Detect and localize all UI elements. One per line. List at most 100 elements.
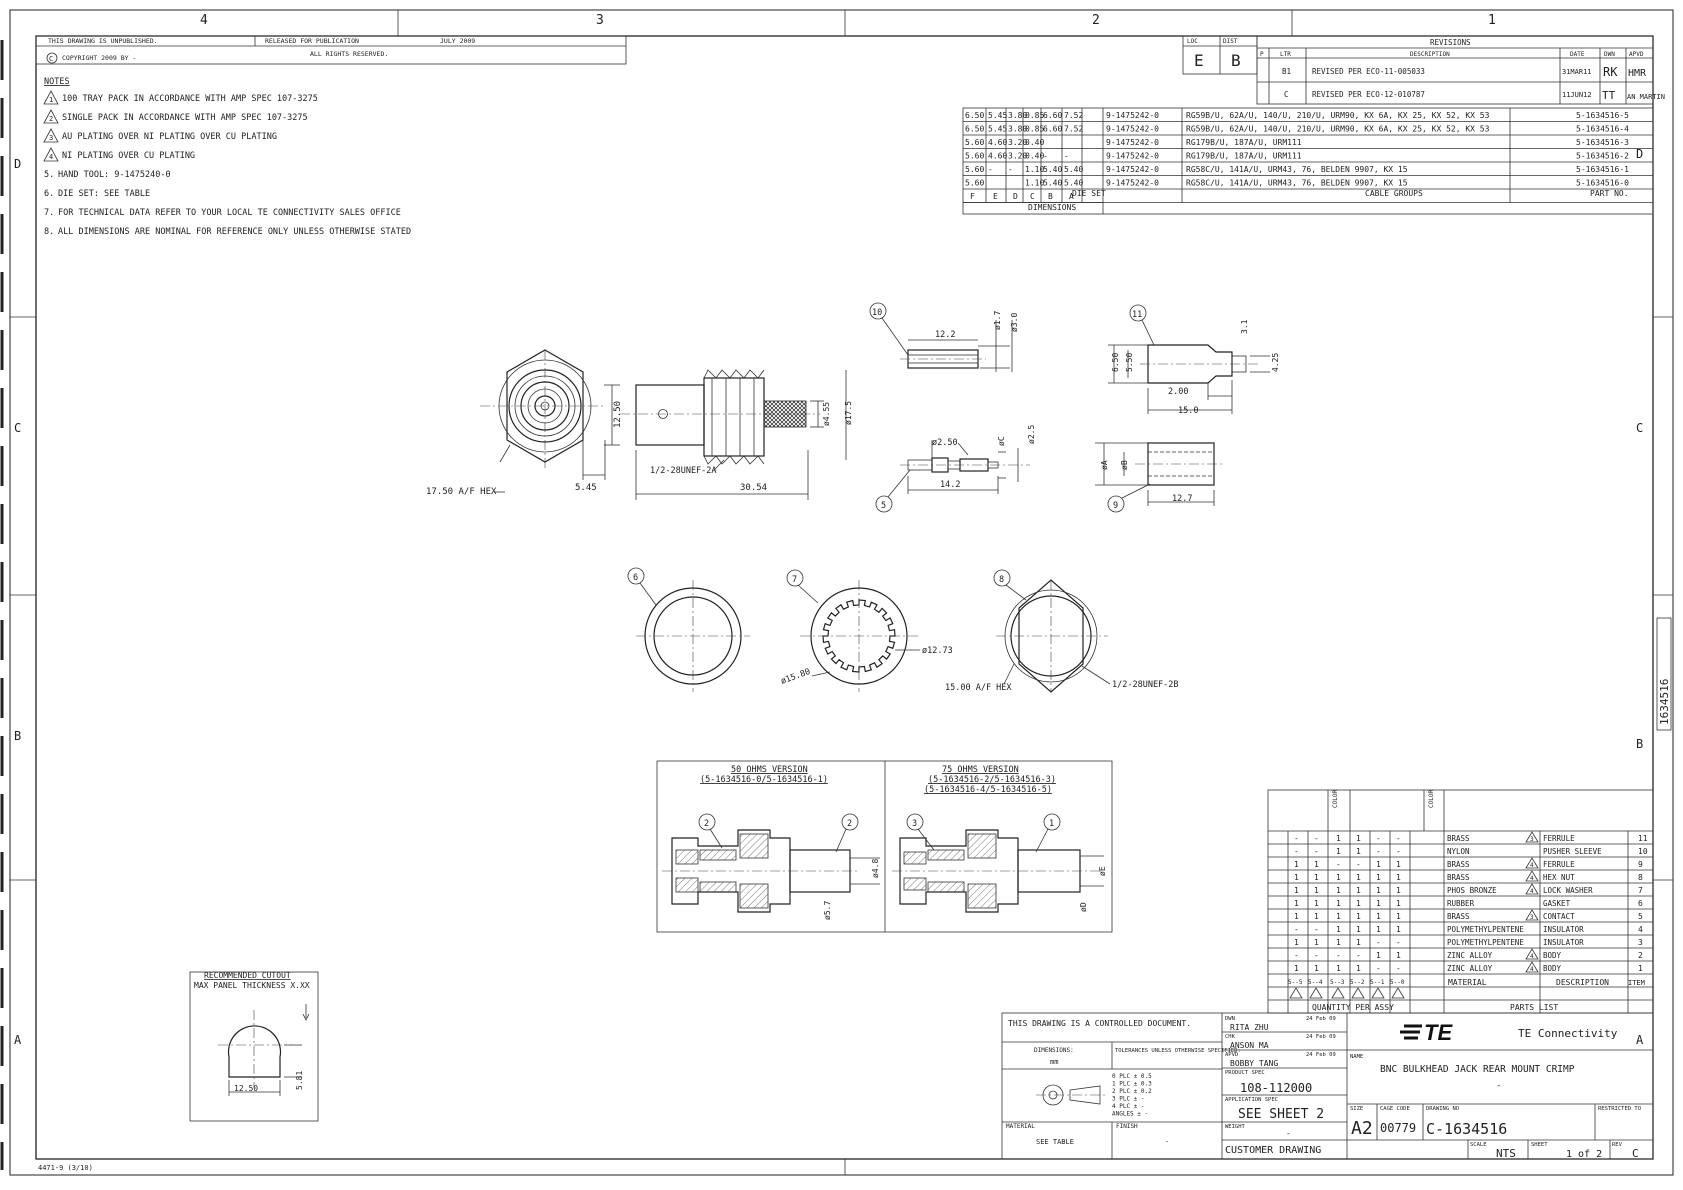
- dim-cell: 5.45: [988, 125, 1007, 134]
- parts-qty-cell: 1: [1294, 964, 1299, 973]
- dwn-date: 24 Feb 09: [1306, 1016, 1336, 1022]
- parts-qty-cell: 1: [1396, 860, 1401, 869]
- recommended-cutout: RECOMMENDED CUTOUT MAX PANEL THICKNESS X…: [189, 971, 319, 1122]
- tolerance-row: ANGLES ± -: [1112, 1111, 1148, 1118]
- parts-qty-cell: 1: [1376, 886, 1381, 895]
- parts-vertical-1: COLOR: [1332, 790, 1339, 808]
- part-10-view: 10 12.2 ø1.7 ø3.0: [869, 302, 1019, 372]
- dim-cell: 5.40: [1064, 165, 1083, 174]
- col-label-2: 2: [1092, 13, 1100, 28]
- note-mark: 4: [49, 153, 53, 161]
- name-label: NAME: [1350, 1054, 1363, 1060]
- dim-col-header: E: [993, 192, 998, 201]
- row-label-b: B: [1636, 737, 1643, 751]
- row-label-a-left: A: [14, 1033, 22, 1047]
- parts-qty-cell: 1: [1376, 860, 1381, 869]
- dim-2-5: ø2.5: [1027, 425, 1036, 444]
- product-spec-label: PRODUCT SPEC: [1225, 1070, 1265, 1076]
- parts-qty-cell: 1: [1376, 912, 1381, 921]
- dwg-label: DRAWING NO: [1426, 1106, 1459, 1112]
- note-text: ALL DIMENSIONS ARE NOMINAL FOR REFERENCE…: [58, 227, 411, 237]
- parts-qty-cell: 1: [1294, 899, 1299, 908]
- note-mark: 2: [49, 115, 53, 123]
- parts-qty-cell: 1: [1294, 938, 1299, 947]
- dim-5-45: 5.45: [575, 483, 597, 493]
- parts-item-cell: 7: [1638, 886, 1643, 895]
- dim-part-cell: 5-1634516-0: [1576, 179, 1629, 188]
- parts-item-cell: 11: [1638, 834, 1648, 843]
- balloon-11: [1129, 304, 1147, 322]
- parts-qty-cell: -: [1336, 951, 1341, 960]
- dim-die-cell: 9-1475242-0: [1106, 152, 1159, 161]
- parts-desc-cell: LOCK WASHER: [1543, 886, 1593, 895]
- dim-cell: 5.60: [965, 138, 984, 147]
- parts-qty-cell: -: [1376, 847, 1381, 856]
- parts-item-cell: 1: [1638, 964, 1643, 973]
- parts-item-cell: 3: [1638, 938, 1643, 947]
- dim-5-50: 5.50: [1125, 353, 1134, 372]
- dim-cell: 0.40: [1025, 138, 1044, 147]
- parts-desc-cell: BODY: [1543, 951, 1562, 960]
- chk-date: 24 Feb 09: [1306, 1034, 1336, 1040]
- dim-part-cell: 5-1634516-1: [1576, 165, 1629, 174]
- scale-label: SCALE: [1470, 1142, 1487, 1148]
- sheet-value: 1 of 2: [1566, 1149, 1602, 1160]
- form-number: 4471-9 (3/10): [38, 1164, 93, 1172]
- dim-cable-header: CABLE GROUPS: [1365, 189, 1423, 198]
- parts-dash-header: 5--2: [1350, 979, 1365, 986]
- dim-c: øC: [997, 436, 1006, 446]
- rev-header-apvd: APVD: [1629, 51, 1644, 58]
- thread-callout-2a: 1/2-28UNEF-2A: [650, 466, 717, 476]
- revisions-title: REVISIONS: [1430, 38, 1471, 47]
- margin-part-no: 1634516: [1658, 679, 1671, 725]
- dim-die-cell: 9-1475242-0: [1106, 179, 1159, 188]
- parts-flag-icon: [1525, 870, 1539, 882]
- revisions-block: REVISIONS P LTR DESCRIPTION DATE DWN APV…: [1256, 35, 1665, 105]
- note-flag-icon: [43, 128, 59, 143]
- parts-item-cell: 4: [1638, 925, 1643, 934]
- dwn-label: DWN: [1225, 1016, 1235, 1022]
- rev-value-tb: C: [1632, 1147, 1639, 1160]
- controlled-doc: THIS DRAWING IS A CONTROLLED DOCUMENT.: [1008, 1019, 1191, 1028]
- parts-dash-header: 5--4: [1308, 979, 1323, 986]
- note-mark: 3: [49, 134, 53, 142]
- dim-15-0: 15.0: [1178, 406, 1198, 416]
- dim-cell: 5.60: [965, 152, 984, 161]
- rev-row-1-ltr: B1: [1282, 67, 1291, 76]
- note-flag-icon: [43, 90, 59, 105]
- parts-qty-cell: -: [1294, 925, 1299, 934]
- parts-item-header: ITEM: [1628, 979, 1645, 987]
- rights-text: ALL RIGHTS RESERVED.: [310, 50, 388, 58]
- dim-cell: 5.40: [1043, 165, 1062, 174]
- col-label-1: 1: [1488, 13, 1496, 28]
- appvd-label: APVD: [1225, 1052, 1238, 1058]
- dim-1-7: ø1.7: [993, 311, 1002, 330]
- drawing-number: C-1634516: [1426, 1120, 1507, 1138]
- part-name-sub: -: [1496, 1081, 1501, 1091]
- parts-description-header: DESCRIPTION: [1556, 978, 1609, 987]
- parts-flag-icon: [1525, 883, 1539, 895]
- dim-cell: 4.60: [988, 138, 1007, 147]
- col-label-4: 4: [200, 13, 208, 28]
- dim-cell: 5.40: [1043, 179, 1062, 188]
- balloon-10: [869, 302, 887, 320]
- rev-row-1-dwn: RK: [1603, 65, 1618, 79]
- margin-part-number: 1634516: [1656, 617, 1672, 731]
- parts-item-cell: 8: [1638, 873, 1643, 882]
- finish-label: FINISH: [1116, 1123, 1138, 1130]
- dim-12-7: 12.7: [1172, 494, 1192, 504]
- parts-qty-cell: 1: [1294, 886, 1299, 895]
- parts-material-cell: NYLON: [1447, 847, 1470, 856]
- dim-part-cell: 5-1634516-2: [1576, 152, 1629, 161]
- balloon-10-label: 10: [872, 308, 882, 318]
- section-views: 50 OHMS VERSION (5-1634516-0/5-1634516-1…: [656, 760, 1113, 933]
- parts-qty-cell: 1: [1396, 899, 1401, 908]
- dwn-value: RITA ZHU: [1230, 1023, 1269, 1032]
- dim-part-cell: 5-1634516-3: [1576, 138, 1629, 147]
- row-label-a: A: [1636, 1033, 1644, 1047]
- parts-qty-cell: 1: [1356, 834, 1361, 843]
- rev-header-desc: DESCRIPTION: [1410, 51, 1450, 58]
- thread-callout-2b: 1/2-28UNEF-2B: [1112, 680, 1179, 690]
- parts-material-cell: BRASS: [1447, 873, 1470, 882]
- dim-cell: -: [1064, 152, 1069, 161]
